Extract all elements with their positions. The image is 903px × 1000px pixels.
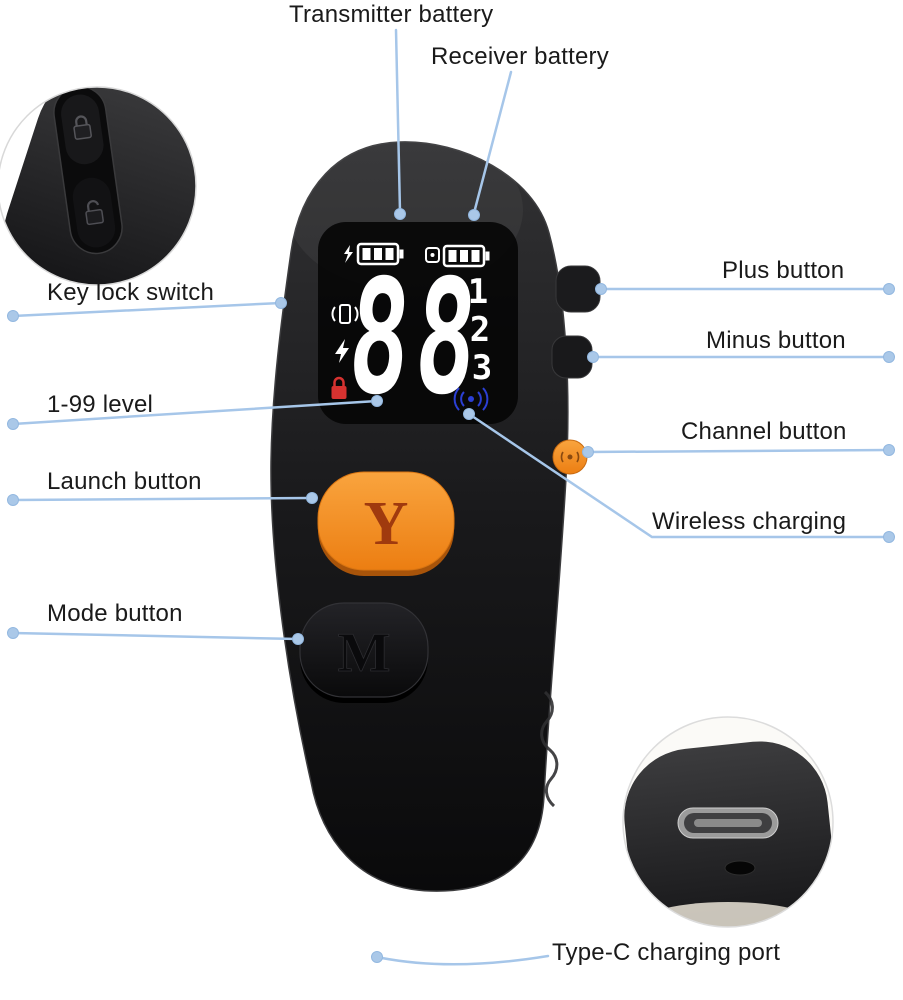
shock-icon	[335, 339, 349, 363]
typec-inset-ring	[622, 716, 834, 928]
lock-closed-icon	[73, 115, 92, 140]
level-display: 88	[343, 246, 488, 430]
wireless-signal-icon	[453, 387, 489, 411]
lock-open-icon	[85, 200, 104, 226]
callout-dot	[371, 395, 383, 407]
label-minus-button: Minus button	[706, 327, 846, 354]
keylock-display-icon	[331, 376, 347, 399]
callout-line-wireless	[467, 412, 891, 539]
callout-line-typec	[375, 954, 550, 966]
mode-button-label: M	[338, 622, 391, 684]
type-c-port	[677, 807, 779, 839]
callout-dot	[7, 494, 19, 506]
launch-button: Y	[317, 471, 455, 576]
callout-dot	[275, 297, 287, 309]
callout-dot	[595, 283, 607, 295]
channel-indicator-1: 1	[468, 272, 488, 312]
label-level-range: 1-99 level	[47, 391, 154, 418]
callout-dot	[883, 531, 895, 543]
channel-button	[552, 439, 588, 475]
keylock-inset-ring	[0, 86, 197, 286]
callout-dot	[883, 351, 895, 363]
label-key-lock-switch: Key lock switch	[47, 279, 215, 306]
callout-dot	[394, 208, 406, 220]
callout-line-receiver-battery	[472, 70, 513, 215]
callout-dot	[463, 408, 475, 420]
label-transmitter-battery: Transmitter battery	[289, 1, 494, 28]
key-lock-switch	[53, 87, 123, 255]
channel-indicator-3: 3	[472, 348, 492, 388]
label-launch-button: Launch button	[47, 468, 202, 495]
level-value: 88	[343, 246, 488, 430]
typec-inset-hole	[724, 860, 756, 876]
launch-button-label: Y	[364, 490, 409, 558]
keylock-inset-device-surface	[3, 87, 196, 285]
callout-dot	[7, 310, 19, 322]
callout-dot	[883, 283, 895, 295]
vibration-icon	[331, 304, 359, 324]
channel-indicator-list: 1 2 3	[468, 272, 492, 388]
label-channel-button: Channel button	[681, 418, 847, 445]
callout-line-mode	[11, 631, 300, 641]
callout-dot	[883, 444, 895, 456]
callout-dot	[7, 627, 19, 639]
label-wireless-charging: Wireless charging	[652, 508, 847, 535]
callout-dot	[587, 351, 599, 363]
remote-device: 88 1 2 3 Y M	[270, 130, 601, 892]
callout-line-transmitter-battery	[394, 28, 402, 214]
mode-button: M	[299, 602, 429, 703]
lcd-display: 88 1 2 3	[318, 222, 518, 430]
plus-button	[555, 265, 601, 313]
label-receiver-battery: Receiver battery	[431, 43, 609, 70]
callout-lines	[11, 28, 891, 966]
transmitter-battery-icon	[344, 242, 404, 266]
callout-line-level	[11, 399, 379, 426]
callout-dot	[7, 418, 19, 430]
label-type-c-port: Type-C charging port	[552, 939, 781, 966]
minus-button	[551, 335, 593, 379]
callout-line-launch	[11, 496, 314, 502]
grip-ridges	[540, 690, 559, 808]
type-c-inset	[622, 716, 834, 928]
label-plus-button: Plus button	[722, 257, 845, 284]
callout-line-key-lock	[11, 301, 283, 318]
callout-dot	[468, 209, 480, 221]
callout-line-channel	[586, 448, 891, 454]
callout-dot	[582, 446, 594, 458]
callout-dots	[7, 208, 895, 963]
callout-dot	[371, 951, 383, 963]
callout-dot	[306, 492, 318, 504]
key-lock-inset	[0, 86, 197, 286]
callout-dot	[292, 633, 304, 645]
receiver-battery-icon	[425, 244, 490, 268]
typec-inset-device-surface	[624, 741, 833, 927]
label-mode-button: Mode button	[47, 600, 183, 627]
channel-indicator-2: 2	[470, 310, 490, 350]
